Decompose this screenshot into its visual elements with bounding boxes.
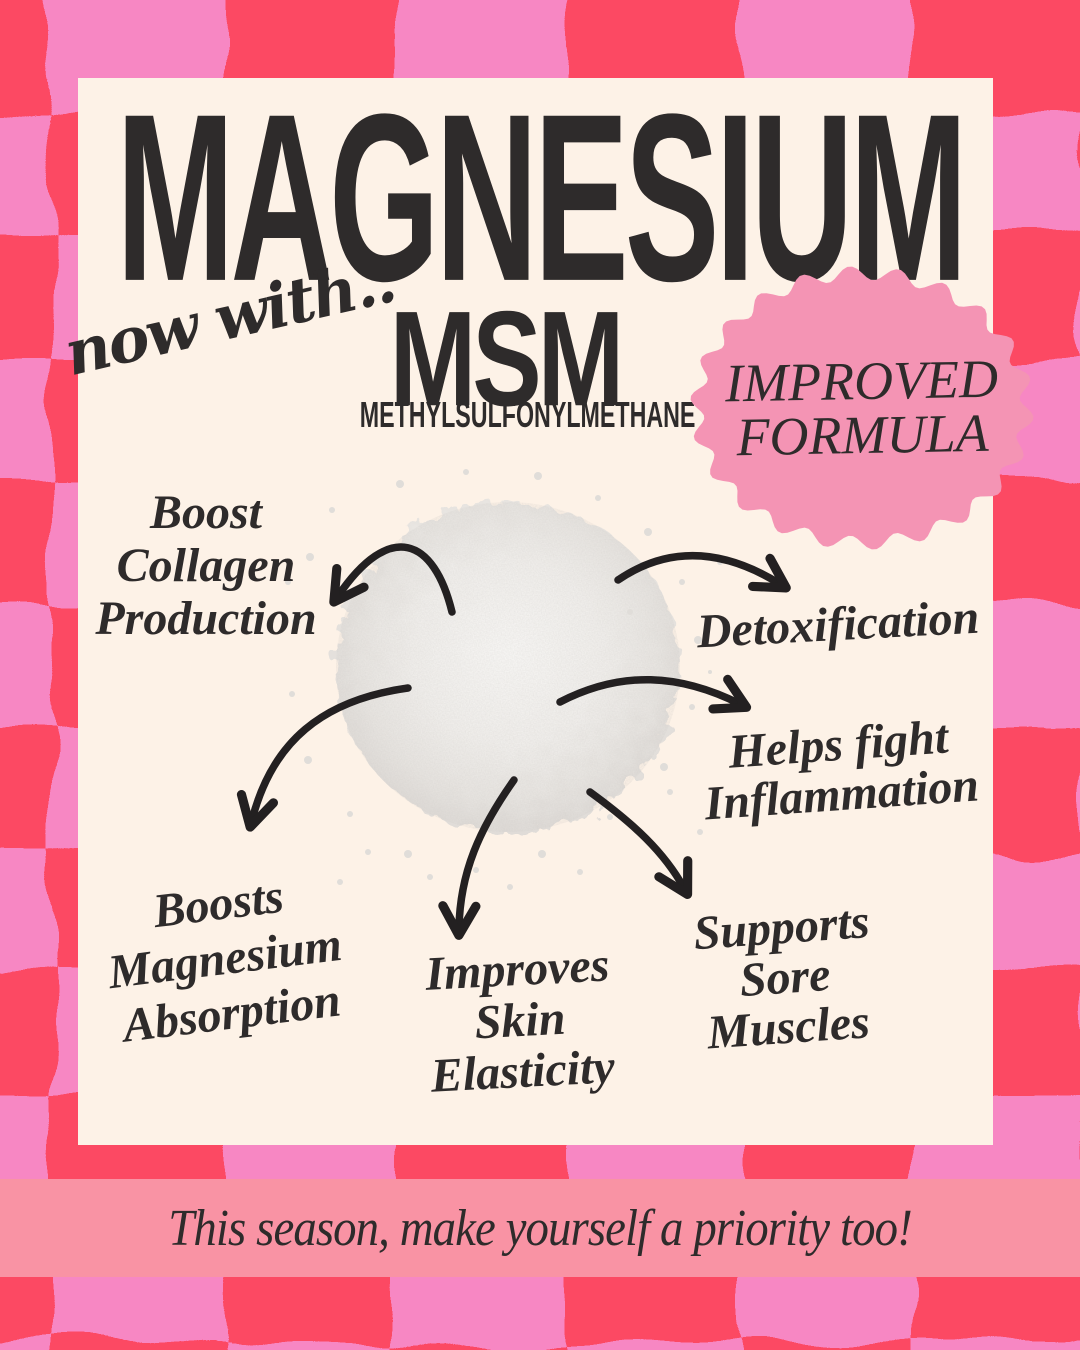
benefit-line: Production (95, 592, 317, 645)
benefit-helps-fight-inflammation: Helps fight Inflammation (687, 710, 993, 830)
banner-text: This season, make yourself a priority to… (168, 1199, 912, 1257)
benefit-boost-collagen-production: Boost Collagen Production (56, 486, 356, 645)
benefit-line: Boost (149, 486, 263, 539)
benefit-supports-sore-muscles: Supports Sore Muscles (630, 893, 940, 1064)
badge-text: IMPROVED FORMULA (688, 263, 1037, 553)
scalloped-badge-shape (690, 266, 1034, 550)
bottom-banner: This season, make yourself a priority to… (0, 1179, 1080, 1277)
benefit-line: Collagen (116, 539, 296, 592)
benefit-improves-skin-elasticity: Improves Skin Elasticity (366, 936, 674, 1104)
magnesium-title: MAGNESIUM (116, 64, 968, 332)
msm-block: MSM METHYLSULFONYLMETHANE (330, 284, 696, 436)
msm-acronym: MSM (389, 284, 625, 436)
badge-line-improved: IMPROVED (724, 348, 999, 414)
msm-full-name: METHYLSULFONYLMETHANE (359, 394, 696, 435)
scallop-ellipse (690, 266, 1034, 550)
badge-line-formula: FORMULA (735, 402, 989, 468)
powder-grain-texture (336, 502, 680, 832)
improved-formula-badge: IMPROVED FORMULA (690, 266, 1034, 550)
